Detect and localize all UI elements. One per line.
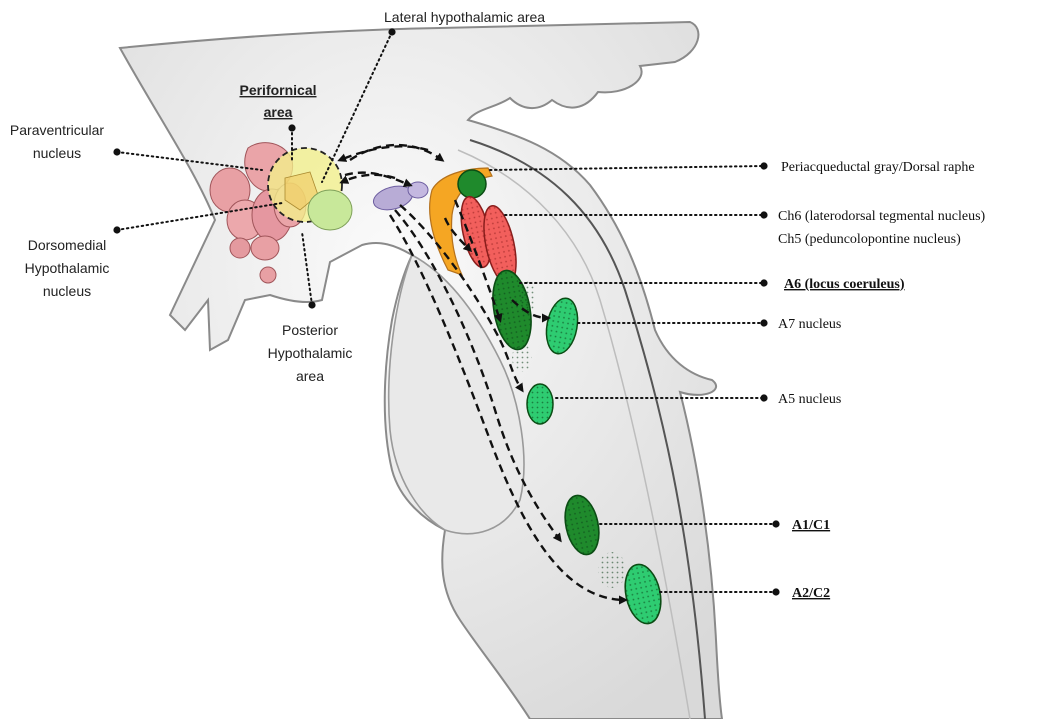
posterior-hypothalamic-area — [308, 190, 352, 230]
label-dorsomedial-line2: Hypothalamic — [25, 260, 110, 276]
label-a6: A6 (locus coeruleus) — [784, 277, 905, 292]
label-posterior-line3: area — [296, 368, 324, 384]
label-a2-c2: A2/C2 — [792, 586, 830, 601]
label-perifornical-line2: area — [264, 104, 293, 120]
label-posterior-line2: Hypothalamic — [268, 345, 353, 361]
label-a1-c1: A1/C1 — [792, 518, 830, 533]
label-dorsomedial-line3: nucleus — [43, 283, 91, 299]
pag-nucleus — [458, 170, 486, 198]
label-dorsomedial-line1: Dorsomedial — [28, 237, 107, 253]
label-lateral-hypothalamic-area: Lateral hypothalamic area — [384, 9, 545, 25]
brain-outline — [120, 22, 722, 719]
label-paraventricular-line1: Paraventricular — [10, 122, 104, 138]
label-a7: A7 nucleus — [778, 317, 841, 332]
label-ch5: Ch5 (peduncolopontine nucleus) — [778, 232, 961, 247]
label-pag-dorsal-raphe: Periacqueductal gray/Dorsal raphe — [781, 160, 975, 175]
label-a5: A5 nucleus — [778, 392, 841, 407]
label-ch6: Ch6 (laterodorsal tegmental nucleus) — [778, 209, 986, 224]
label-paraventricular-line2: nucleus — [33, 145, 81, 161]
label-posterior-line1: Posterior — [282, 322, 338, 338]
label-perifornical-line1: Perifornical — [239, 82, 316, 98]
